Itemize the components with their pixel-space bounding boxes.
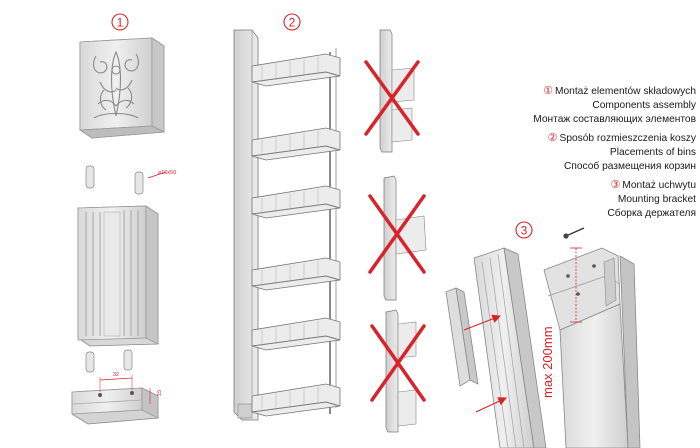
dowel-dimension: ⌀10x50 (158, 170, 176, 176)
max-height-label: max 200mm (540, 326, 555, 398)
dowels-top: ⌀10x50 (85, 165, 176, 195)
legend-step-1-text-pl: Montaż elementów składowych (555, 86, 696, 97)
legend-step-2-text-pl: Sposób rozmieszczenia koszy (559, 133, 696, 144)
step-1-marker: 1 (111, 13, 129, 31)
step-3-number: 3 (521, 224, 528, 238)
legend-step-1-number-icon: ① (543, 85, 553, 97)
base-block: 32 15 (71, 372, 163, 425)
wrong-placement-2 (368, 175, 427, 301)
basket-6 (251, 383, 341, 417)
wrong-placement-1 (364, 29, 420, 153)
decorative-carved-panel (78, 37, 166, 139)
pull-out-unit (233, 29, 341, 421)
legend-step-2-text-en: Placements of bins (609, 147, 696, 158)
cross-mark-icon (368, 194, 426, 274)
step-3-marker: 3 (515, 221, 533, 239)
basket-2 (251, 127, 341, 161)
dowels-bottom (85, 349, 133, 373)
step-2-marker: 2 (283, 13, 301, 31)
legend-step-1-text-ru: Монтаж составляющих элементов (533, 114, 696, 125)
cross-mark-icon (364, 60, 420, 136)
cross-mark-icon (370, 324, 426, 402)
wrong-placement-3 (370, 309, 426, 433)
mounting-profiles (445, 247, 641, 448)
basket-4 (251, 257, 341, 291)
basket-1 (251, 53, 341, 87)
spacing-dimension: 32 (113, 372, 119, 378)
legend-step-2-text-ru: Способ размещения корзин (563, 161, 696, 172)
legend-step-2-number-icon: ② (547, 132, 558, 144)
red-arrows (463, 314, 507, 413)
legend-step-3-text-pl: Montaż uchwytu (622, 180, 696, 191)
fluted-pilaster (77, 205, 159, 347)
screw-icon (563, 227, 585, 239)
legend-step-3-text-en: Mounting bracket (617, 194, 696, 205)
step-2-number: 2 (289, 16, 296, 30)
height-dimension: max 200mm (540, 247, 582, 398)
legend-step-3-text-ru: Сборка держателя (607, 208, 696, 219)
legend-step-3-number-icon: ③ (610, 179, 621, 191)
legend-step-1-text-en: Components assembly (592, 100, 696, 111)
step-1-number: 1 (117, 16, 124, 30)
basket-5 (251, 317, 341, 351)
basket-3 (251, 185, 341, 219)
offset-dimension: 15 (157, 390, 163, 396)
